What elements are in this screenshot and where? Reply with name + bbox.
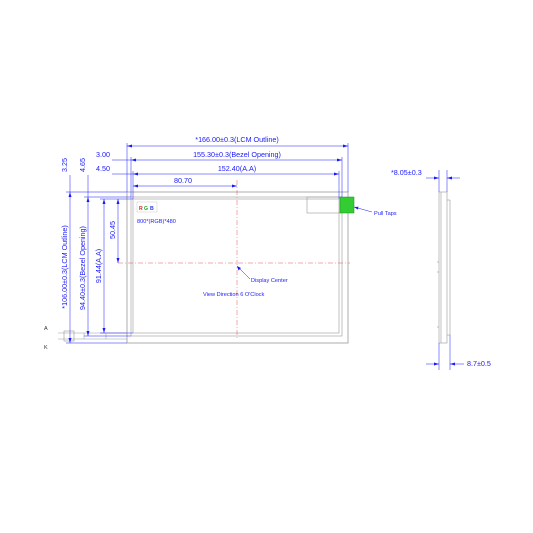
view-direction-label: View Direction 6 O'Clock [203,292,264,298]
active-area [132,198,340,334]
lcm-outline [126,191,349,344]
pin-a-label: A [44,326,48,332]
module-thickness-label: *8.05±0.3 [391,168,422,177]
half-active-width-label: 80.70 [174,176,192,185]
horizontal-arrowheads [127,144,348,188]
rgb-g: G [144,206,148,212]
rgb-marker: R G B [136,201,158,213]
bezel-opening-height-label: 94.40±0.3(Bezel Opening) [78,226,87,310]
front-view: A K [44,180,355,351]
resolution-label: 800*(RGB)*480 [137,219,176,225]
active-area-height-label: 91.44(A.A) [94,249,103,283]
bezel-opening-width-label: 155.30±0.3(Bezel Opening) [193,150,281,159]
vertical-dimensions [66,175,133,344]
active-area-width-label: 152.40(A.A) [218,164,256,173]
side-view [437,191,451,344]
vertical-arrowheads [68,192,120,343]
side-arrowheads [434,176,455,366]
lcm-outline-width-label: *166.00±0.3(LCM Outline) [195,135,278,144]
rgb-r: R [139,206,143,212]
overall-thickness-label: 8.7±0.5 [467,359,491,368]
pull-taps-leader [353,206,373,213]
pin-k-label: K [44,345,48,351]
display-center-leader [236,265,251,280]
horizontal-dimensions [112,143,349,199]
fpc-region [306,196,341,214]
half-active-height-label: 50.45 [108,221,117,239]
pull-tab [339,196,355,214]
rgb-b: B [150,206,154,212]
side-dimensions [426,170,464,370]
offset-left-bezel-label: 3.00 [96,150,110,159]
offset-left-aa-label: 4.50 [96,164,110,173]
offset-top-outline-label: 3.25 [60,158,69,172]
lcm-outline-height-label: *106.00±0.3(LCM Outline) [60,225,69,308]
display-center-label: Display Center [251,278,288,284]
pull-taps-label: Pull Taps [374,211,397,217]
side-profile [438,191,448,344]
bezel-opening [130,196,343,337]
offset-top-bezel-label: 4.65 [78,158,87,172]
